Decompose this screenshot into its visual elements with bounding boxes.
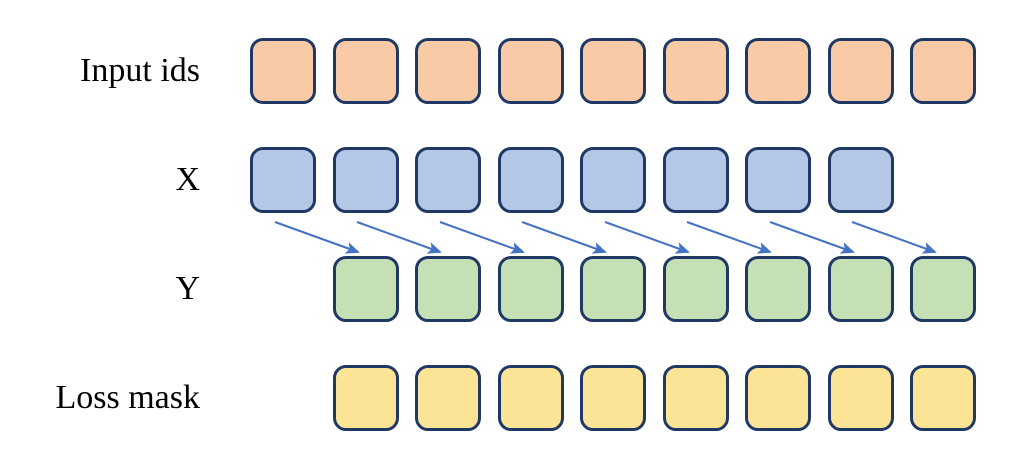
cell-loss-mask-5: [662, 365, 729, 431]
shift-arrow-3: [439, 221, 525, 254]
cell-x-6: [662, 147, 729, 213]
shift-arrow-1: [274, 221, 360, 254]
row-label-y: Y: [175, 270, 200, 307]
cell-x-2: [332, 147, 399, 213]
cell-input-ids-2: [332, 38, 399, 104]
cell-input-ids-8: [827, 38, 894, 104]
cell-input-ids-6: [662, 38, 729, 104]
cell-y-1: [332, 256, 399, 322]
shift-arrow-2: [356, 221, 442, 254]
row-label-input-ids: Input ids: [80, 52, 200, 89]
cell-y-3: [497, 256, 564, 322]
cell-y-2: [415, 256, 481, 322]
cell-input-ids-3: [415, 38, 481, 104]
cell-loss-mask-2: [415, 365, 481, 431]
cell-input-ids-7: [745, 38, 811, 104]
cell-y-6: [745, 256, 811, 322]
row-label-x: X: [175, 161, 200, 198]
cell-loss-mask-6: [745, 365, 811, 431]
cell-x-4: [497, 147, 564, 213]
shift-arrow-5: [604, 221, 690, 254]
cell-loss-mask-8: [910, 365, 976, 431]
cell-loss-mask-4: [580, 365, 646, 431]
cell-x-5: [580, 147, 646, 213]
shift-arrow-8: [851, 221, 937, 254]
shift-arrow-7: [769, 221, 855, 254]
cell-y-7: [827, 256, 894, 322]
shift-arrow-4: [521, 221, 607, 254]
cell-y-4: [580, 256, 646, 322]
shift-arrow-6: [686, 221, 772, 254]
cell-x-7: [745, 147, 811, 213]
cell-loss-mask-1: [332, 365, 399, 431]
cell-input-ids-1: [250, 38, 316, 104]
cell-x-1: [250, 147, 316, 213]
cell-input-ids-5: [580, 38, 646, 104]
cell-loss-mask-7: [827, 365, 894, 431]
cell-y-5: [662, 256, 729, 322]
row-label-loss-mask: Loss mask: [55, 379, 201, 416]
cell-x-3: [415, 147, 481, 213]
cell-input-ids-4: [497, 38, 564, 104]
cell-input-ids-9: [910, 38, 976, 104]
cell-loss-mask-3: [497, 365, 564, 431]
cell-x-8: [827, 147, 894, 213]
cell-y-8: [910, 256, 976, 322]
